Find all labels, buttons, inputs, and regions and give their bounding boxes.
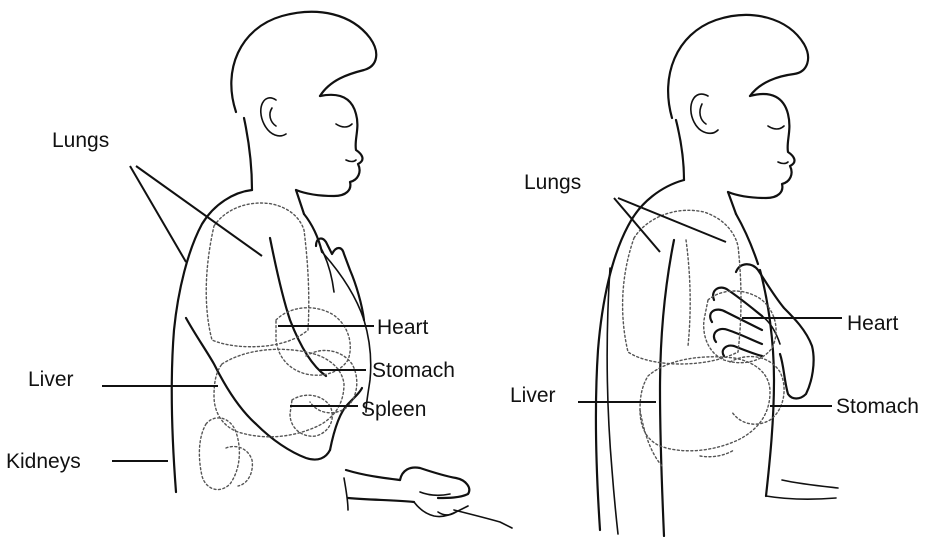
right-figure-organs — [623, 210, 784, 466]
left-lungs-leader-b — [136, 166, 262, 256]
right-label-liver: Liver — [510, 384, 556, 407]
right-lungs-leader-b — [618, 198, 726, 242]
left-label-stomach: Stomach — [372, 359, 455, 382]
left-label-heart: Heart — [377, 316, 429, 339]
left-label-kidneys: Kidneys — [6, 450, 81, 473]
left-labels: Lungs Heart Stomach Liver Spleen Kidneys — [6, 129, 455, 473]
right-leader-lines — [578, 198, 842, 406]
left-liver-outline — [214, 349, 344, 437]
right-label-stomach: Stomach — [836, 395, 919, 418]
right-heart-outline — [704, 291, 776, 363]
left-kidney-outline — [199, 418, 239, 490]
left-lungs-leader-a — [130, 166, 186, 262]
left-figure: Lungs Heart Stomach Liver Spleen Kidneys — [6, 12, 512, 528]
left-spleen-outline — [290, 395, 332, 436]
right-label-heart: Heart — [847, 312, 899, 335]
right-labels: Lungs Heart Liver Stomach — [510, 171, 919, 418]
left-leader-lines — [102, 166, 374, 461]
left-label-lungs: Lungs — [52, 129, 109, 152]
right-figure-body — [596, 15, 838, 536]
left-label-liver: Liver — [28, 368, 74, 391]
left-label-spleen: Spleen — [361, 398, 426, 421]
left-figure-body — [172, 12, 512, 528]
left-figure-organs — [199, 203, 356, 490]
right-figure: Lungs Heart Liver Stomach — [510, 15, 919, 536]
right-label-lungs: Lungs — [524, 171, 581, 194]
